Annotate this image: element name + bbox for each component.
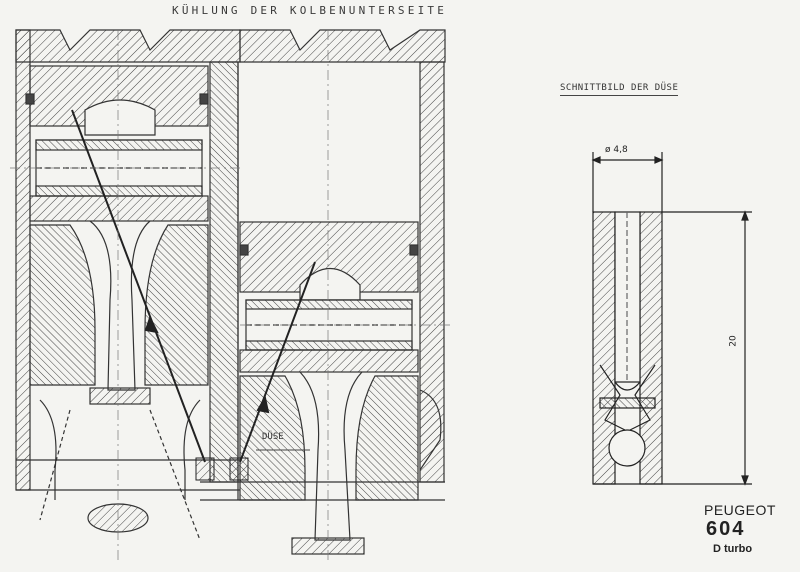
model-name: 604 bbox=[706, 518, 746, 540]
nozzle-label: DÜSE bbox=[262, 432, 284, 442]
length-dimension: 20 bbox=[728, 335, 739, 347]
right-piston bbox=[200, 29, 446, 555]
oil-jet-arrows bbox=[71, 109, 316, 481]
section-title: SCHNITTBILD DER DÜSE bbox=[560, 83, 679, 96]
centre-lines bbox=[10, 30, 450, 560]
left-piston bbox=[15, 29, 241, 541]
nozzle-section bbox=[591, 152, 752, 486]
drawing-title: KÜHLUNG DER KOLBENUNTERSEITE bbox=[172, 4, 448, 17]
variant-name: D turbo bbox=[713, 543, 753, 555]
diameter-dimension: ø 4,8 bbox=[605, 145, 628, 155]
brand-name: PEUGEOT bbox=[704, 502, 776, 518]
